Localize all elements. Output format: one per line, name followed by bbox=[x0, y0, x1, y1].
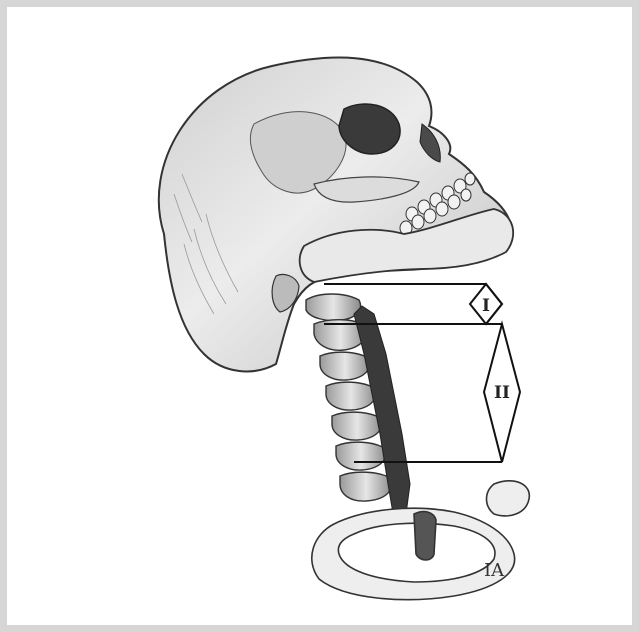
zone-ii-label: II bbox=[494, 383, 510, 403]
clavicles bbox=[312, 481, 530, 600]
vertebra-c5 bbox=[332, 412, 382, 440]
vertebra-c7 bbox=[340, 472, 392, 501]
clavicle-right bbox=[487, 481, 530, 516]
vertebra-c4 bbox=[326, 382, 376, 410]
cervical-spine bbox=[306, 294, 410, 519]
mastoid-process bbox=[272, 274, 299, 312]
thoracic-ring bbox=[312, 508, 515, 599]
artist-signature: IA bbox=[484, 560, 505, 581]
atlas bbox=[306, 294, 360, 321]
vertebra-c3 bbox=[320, 352, 370, 380]
skull-cervical-spine-illustration: I II IA bbox=[14, 14, 639, 632]
zone-i-label: I bbox=[482, 296, 490, 316]
vertebra-c6 bbox=[336, 442, 386, 470]
sternal-bar bbox=[414, 512, 436, 560]
